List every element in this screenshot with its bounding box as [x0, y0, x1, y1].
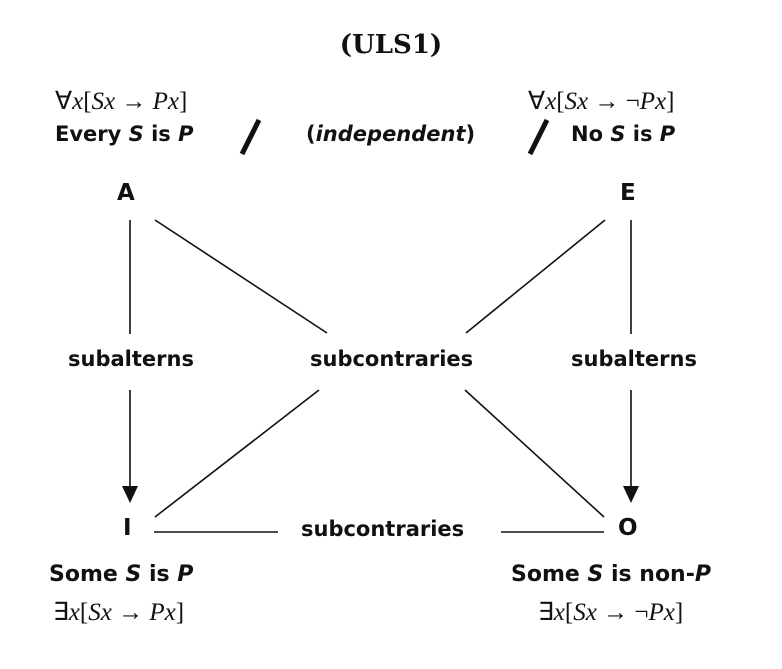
relation-subcontraries-bottom: subcontraries — [301, 517, 465, 541]
edge-center-O — [464, 389, 605, 518]
corner-E: E — [620, 180, 636, 206]
corner-I: I — [123, 515, 132, 541]
formula-A: ∀x[Sx → Px] — [55, 88, 188, 115]
statement-E: No S is P — [571, 122, 676, 146]
edge-E-center — [465, 219, 606, 334]
slash-mark-right — [527, 118, 550, 156]
relation-subalterns-right: subalterns — [571, 347, 697, 371]
diagram-title: (ULS1) — [339, 30, 443, 60]
formula-O: ∃x[Sx → ¬Px] — [538, 599, 684, 626]
statement-I: Some S is P — [49, 562, 194, 587]
edge-A-center — [154, 219, 328, 334]
edge-center-I — [154, 389, 320, 518]
slash-mark-left — [239, 118, 262, 156]
arrowhead-O — [623, 486, 639, 503]
corner-O: O — [618, 515, 638, 541]
independent-label: (independent) — [306, 122, 476, 146]
corner-A: A — [117, 180, 135, 206]
relation-subcontraries-center: subcontraries — [310, 347, 474, 371]
statement-A: Every S is P — [55, 122, 194, 146]
relation-subalterns-left: subalterns — [68, 347, 194, 371]
arrowhead-I — [122, 486, 138, 503]
statement-O: Some S is non-P — [511, 562, 711, 587]
formula-E: ∀x[Sx → ¬Px] — [528, 88, 675, 115]
formula-I: ∃x[Sx → Px] — [53, 599, 185, 626]
